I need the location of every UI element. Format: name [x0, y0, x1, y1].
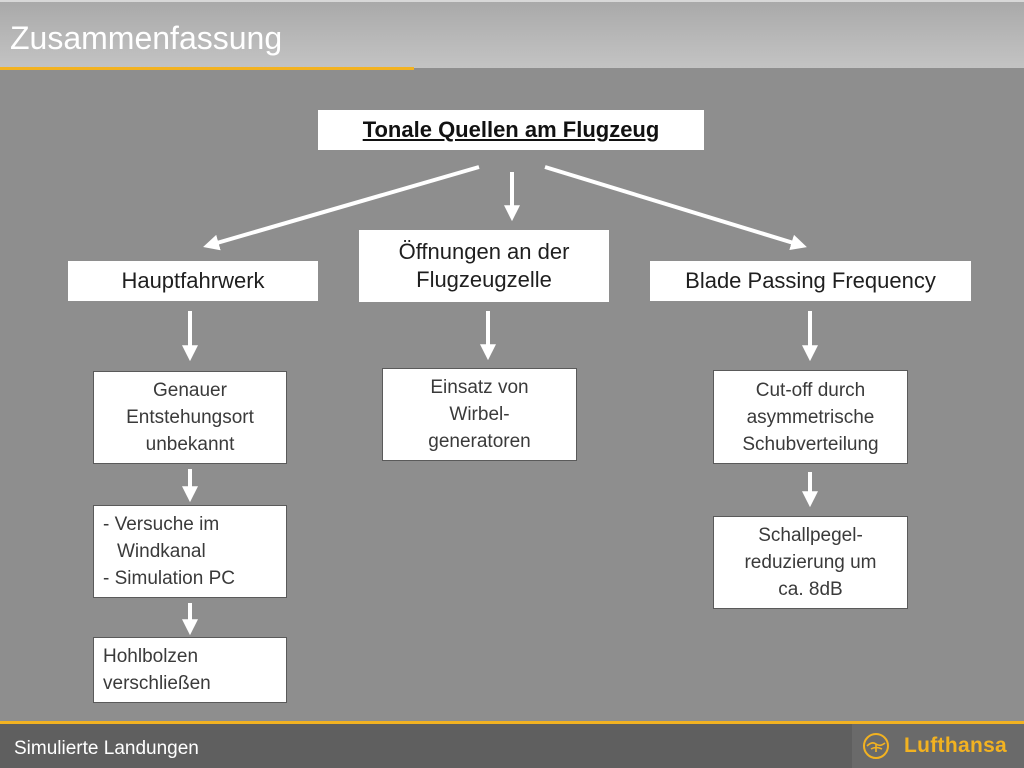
node-oeffnungen-line-1: Öffnungen an der	[398, 239, 570, 264]
title-bar: Zusammenfassung	[0, 0, 1024, 70]
node-blade-passing-label: Blade Passing Frequency	[685, 268, 936, 293]
node-genauer-line-1: Genauer	[153, 380, 227, 401]
node-hohlbolzen-text: Hohlbolzen verschließen	[103, 643, 211, 697]
node-schallpegel-line-3: ca. 8dB	[778, 579, 843, 600]
node-versuche-line-2: Windkanal	[117, 541, 206, 562]
node-hauptfahrwerk: Hauptfahrwerk	[68, 261, 318, 301]
title-underline	[0, 67, 414, 70]
crane-emblem-icon	[863, 733, 889, 759]
node-hohlbolzen-line-1: Hohlbolzen	[103, 646, 199, 667]
node-hauptfahrwerk-label: Hauptfahrwerk	[121, 268, 265, 293]
node-blade-passing: Blade Passing Frequency	[650, 261, 971, 301]
root-node-label: Tonale Quellen am Flugzeug	[362, 117, 660, 142]
node-versuche: - Versuche im Windkanal - Simulation PC	[93, 505, 287, 598]
logo-wordmark: Lufthansa	[904, 734, 1008, 757]
node-einsatz-wirbelgeneratoren: Einsatz von Wirbel- generatoren	[382, 368, 577, 461]
node-einsatz-line-2: Wirbel-	[449, 404, 510, 425]
node-cutoff-text: Cut-off durch asymmetrische Schubverteil…	[742, 377, 878, 458]
node-cutoff-line-1: Cut-off durch	[755, 379, 866, 401]
slide-title: Zusammenfassung	[10, 20, 283, 56]
node-schallpegel-text: Schallpegel- reduzierung um ca. 8dB	[744, 522, 876, 603]
arrow-root-to-hauptfahrwerk	[203, 165, 480, 251]
node-schallpegel: Schallpegel- reduzierung um ca. 8dB	[713, 516, 908, 609]
lufthansa-logo: Lufthansa	[852, 724, 1024, 768]
node-cutoff-line-2: asymmetrische	[746, 406, 875, 428]
root-node: Tonale Quellen am Flugzeug	[318, 110, 704, 150]
node-einsatz-text: Einsatz von Wirbel- generatoren	[428, 374, 530, 455]
node-oeffnungen-line-2: Flugzeugzelle	[416, 267, 552, 292]
node-genauer-line-3: unbekannt	[145, 434, 235, 455]
node-einsatz-line-1: Einsatz von	[430, 377, 529, 398]
node-versuche-line-1: - Versuche im	[103, 514, 220, 535]
node-cutoff: Cut-off durch asymmetrische Schubverteil…	[713, 370, 908, 464]
node-schallpegel-line-2: reduzierung um	[744, 552, 877, 573]
arrow-root-to-blade	[544, 165, 807, 251]
node-cutoff-line-3: Schubverteilung	[742, 433, 879, 455]
node-oeffnungen: Öffnungen an der Flugzeugzelle	[359, 230, 609, 302]
node-versuche-line-3: - Simulation PC	[103, 568, 235, 589]
footer-text: Simulierte Landungen	[14, 738, 199, 759]
node-schallpegel-line-1: Schallpegel-	[758, 525, 863, 546]
node-genauer-text: Genauer Entstehungsort unbekannt	[126, 377, 254, 458]
node-hohlbolzen-line-2: verschließen	[103, 673, 211, 694]
node-genauer-line-2: Entstehungsort	[126, 407, 254, 428]
node-genauer-entstehungsort: Genauer Entstehungsort unbekannt	[93, 371, 287, 464]
node-einsatz-line-3: generatoren	[428, 431, 531, 452]
node-oeffnungen-label: Öffnungen an der Flugzeugzelle	[399, 238, 570, 294]
footer-bar: Simulierte Landungen Lufthansa	[0, 721, 1024, 768]
node-hohlbolzen: Hohlbolzen verschließen	[93, 637, 287, 703]
node-versuche-text: - Versuche im Windkanal - Simulation PC	[103, 511, 235, 592]
